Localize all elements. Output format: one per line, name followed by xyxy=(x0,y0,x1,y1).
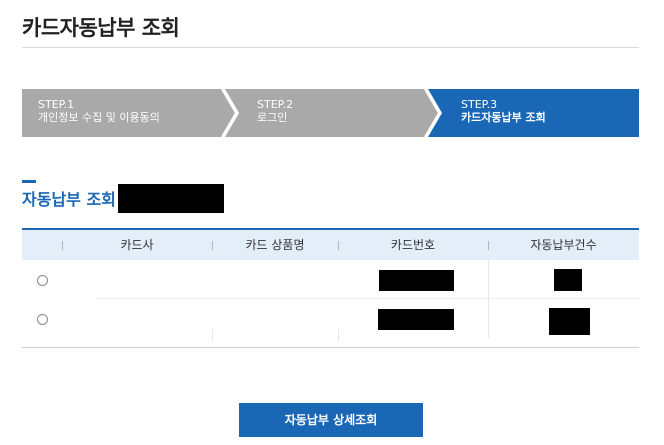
row-select-radio[interactable] xyxy=(37,314,48,325)
table-header: 카드사 카드 상품명 카드번호 자동납부건수 xyxy=(22,228,639,260)
redacted-card-number xyxy=(378,309,454,330)
header-product-name: 카드 상품명 xyxy=(245,238,305,252)
step-1-number: STEP.1 xyxy=(38,98,75,111)
step-arrows xyxy=(22,89,639,137)
step-2-shape xyxy=(225,89,439,137)
table-row[interactable] xyxy=(22,260,639,299)
autopay-table: 카드사 카드 상품명 카드번호 자동납부건수 xyxy=(22,228,639,348)
header-separator xyxy=(62,241,63,250)
step-3-label: 카드자동납부 조회 xyxy=(461,111,546,124)
step-3: STEP.3 카드자동납부 조회 xyxy=(461,98,546,124)
cell-divider xyxy=(488,260,489,299)
step-indicator: STEP.1 개인정보 수집 및 이용동의 STEP.2 로그인 STEP.3 … xyxy=(22,89,639,137)
step-2-number: STEP.2 xyxy=(257,98,294,111)
header-autopay-count: 자동납부건수 xyxy=(530,238,597,252)
header-separator xyxy=(338,241,339,250)
redacted-block xyxy=(118,184,224,213)
step-1-label: 개인정보 수집 및 이용동의 xyxy=(38,111,160,124)
header-separator xyxy=(212,241,213,250)
table-bottom-border xyxy=(22,347,639,348)
cell-divider xyxy=(212,329,213,341)
autopay-detail-button[interactable]: 자동납부 상세조회 xyxy=(239,403,423,437)
step-1: STEP.1 개인정보 수집 및 이용동의 xyxy=(38,98,160,124)
step-2: STEP.2 로그인 xyxy=(257,98,293,124)
title-divider xyxy=(22,47,639,48)
section-title: 자동납부 조회 xyxy=(22,190,116,209)
step-1-shape xyxy=(22,89,236,137)
table-row[interactable] xyxy=(22,299,639,341)
cell-divider xyxy=(488,299,489,338)
section-accent-bar xyxy=(22,180,36,183)
redacted-count xyxy=(554,269,582,291)
page-title: 카드자동납부 조회 xyxy=(22,16,180,40)
header-separator xyxy=(488,241,489,250)
step-2-label: 로그인 xyxy=(257,111,288,124)
step-3-shape xyxy=(428,89,639,137)
step-1-divider xyxy=(221,89,238,137)
redacted-card-number xyxy=(379,270,454,291)
header-card-number: 카드번호 xyxy=(390,238,436,252)
step-2-divider xyxy=(424,89,441,137)
cell-divider xyxy=(338,329,339,341)
row-divider xyxy=(97,298,639,299)
step-3-number: STEP.3 xyxy=(461,98,498,111)
row-select-radio[interactable] xyxy=(37,275,48,286)
header-card-company: 카드사 xyxy=(120,238,154,252)
redacted-count xyxy=(549,308,590,335)
